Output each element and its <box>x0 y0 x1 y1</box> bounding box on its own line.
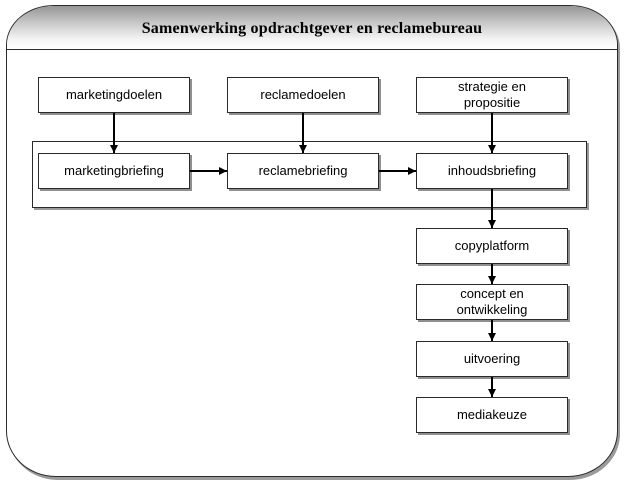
node-mediakeuze: mediakeuze <box>416 397 568 433</box>
arrow-uitvoering-to-mediakeuze <box>488 377 496 397</box>
node-marketingdoelen: marketingdoelen <box>38 77 190 113</box>
briefing-container-box <box>32 141 587 208</box>
node-uitvoering: uitvoering <box>416 341 568 377</box>
node-concept-en-ontwikkeling: concept en ontwikkeling <box>416 284 568 320</box>
arrow-strategie-to-inhoudsbriefing <box>488 113 496 153</box>
arrow-marketingdoelen-to-marketingbriefing <box>110 113 118 153</box>
arrow-inhoudsbriefing-to-copyplatform <box>488 189 496 228</box>
arrow-concept-to-uitvoering <box>488 320 496 341</box>
node-reclamedoelen: reclamedoelen <box>227 77 379 113</box>
node-inhoudsbriefing: inhoudsbriefing <box>416 153 568 189</box>
diagram-title: Samenwerking opdrachtgever en reclamebur… <box>141 19 483 37</box>
node-marketingbriefing: marketingbriefing <box>38 153 190 189</box>
node-strategie-en-propositie: strategie en propositie <box>416 77 568 113</box>
node-reclamebriefing: reclamebriefing <box>227 153 379 189</box>
arrow-reclamedoelen-to-reclamebriefing <box>299 113 307 153</box>
title-bar: Samenwerking opdrachtgever en reclamebur… <box>7 6 617 50</box>
arrow-marketingbriefing-to-reclamebriefing <box>190 167 227 175</box>
arrow-reclamebriefing-to-inhoudsbriefing <box>379 167 416 175</box>
arrow-copyplatform-to-concept <box>488 264 496 284</box>
node-copyplatform: copyplatform <box>416 228 568 264</box>
